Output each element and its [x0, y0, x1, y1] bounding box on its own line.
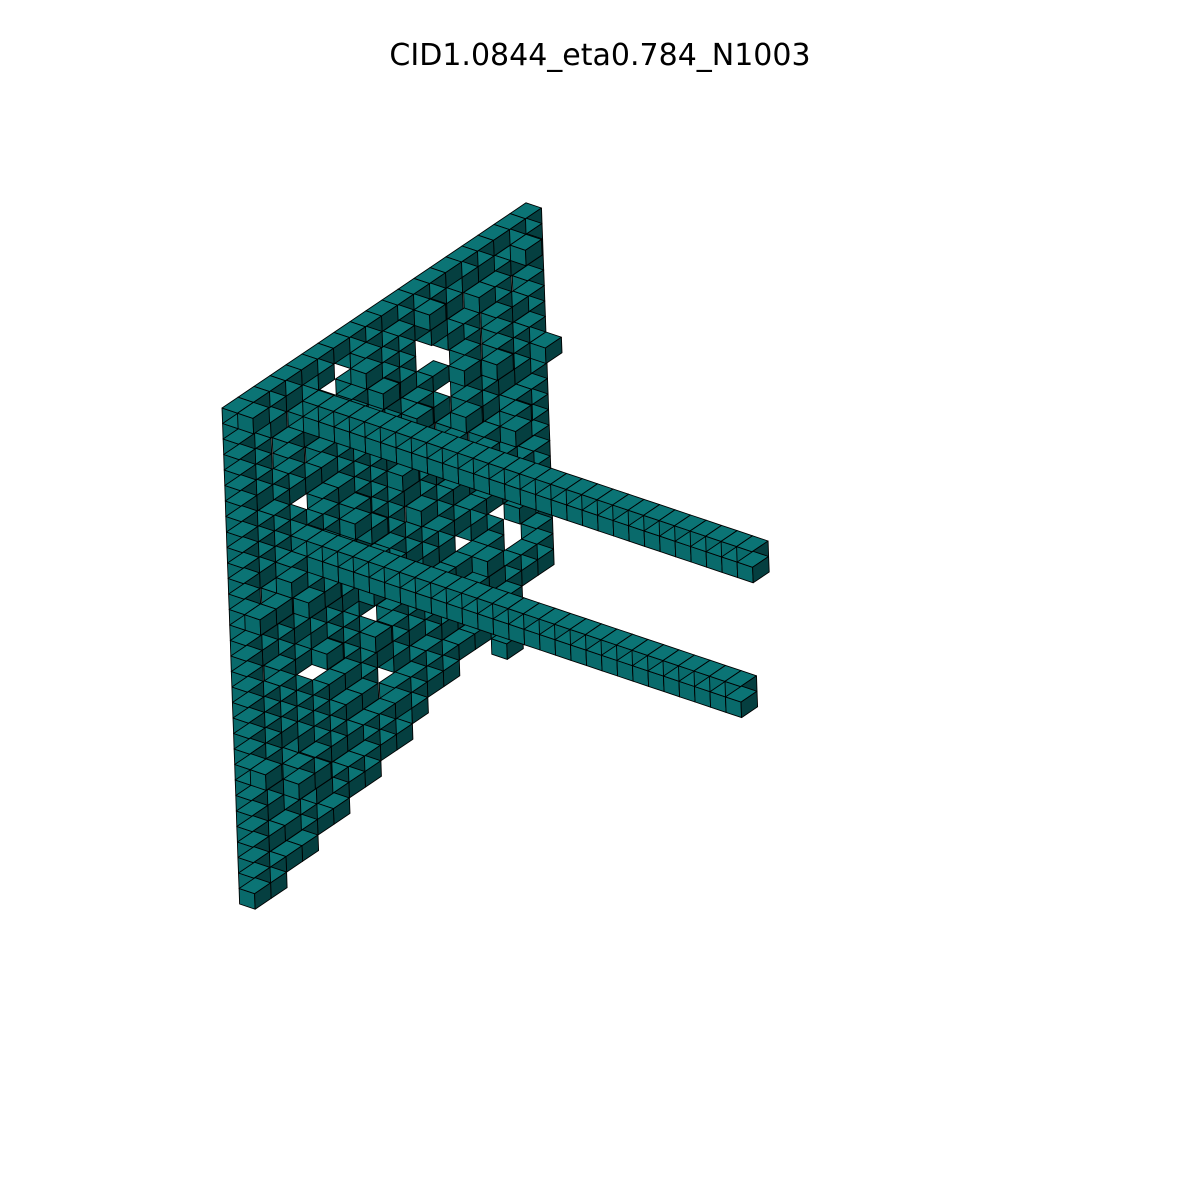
voxel-front-face: [393, 645, 411, 673]
figure-title: CID1.0844_eta0.784_N1003: [389, 38, 811, 73]
voxel-front-face: [463, 359, 482, 387]
voxel-front-face: [365, 362, 384, 390]
voxel-front-face: [752, 556, 770, 584]
voxel-front-face: [317, 363, 336, 391]
voxel-front-face: [420, 500, 439, 528]
voxel-front-face: [326, 642, 344, 671]
voxel-front-face: [259, 608, 278, 636]
voxel-front-face: [308, 591, 326, 619]
voxel-front-face: [470, 514, 488, 542]
voxel-front-face: [461, 266, 480, 294]
voxel-front-face: [525, 239, 543, 267]
voxel-front-face: [429, 303, 447, 332]
voxel-front-face: [265, 763, 283, 791]
voxel-front-face: [254, 882, 272, 910]
voxel-front-face: [382, 382, 401, 410]
voxel-front-face: [252, 407, 271, 435]
voxel-front-face: [374, 626, 393, 654]
voxel-front-face: [371, 517, 389, 545]
voxel-front-face: [291, 571, 309, 599]
voxel-front-face: [465, 406, 483, 434]
voxel-front-face: [298, 773, 316, 801]
voxel-front-face: [496, 353, 514, 381]
voxel-front-face: [411, 696, 429, 725]
voxel-front-face: [447, 323, 465, 351]
voxel-front-face: [515, 420, 533, 448]
voxel-front-face: [544, 336, 563, 364]
voxel-front-face: [270, 411, 288, 439]
voxel-front-face: [297, 726, 316, 754]
voxel-front-face: [740, 690, 759, 719]
voxel-group: [221, 202, 770, 910]
voxel-front-face: [486, 550, 505, 578]
voxel-front-face: [478, 286, 497, 314]
voxel-front-face: [354, 512, 373, 541]
